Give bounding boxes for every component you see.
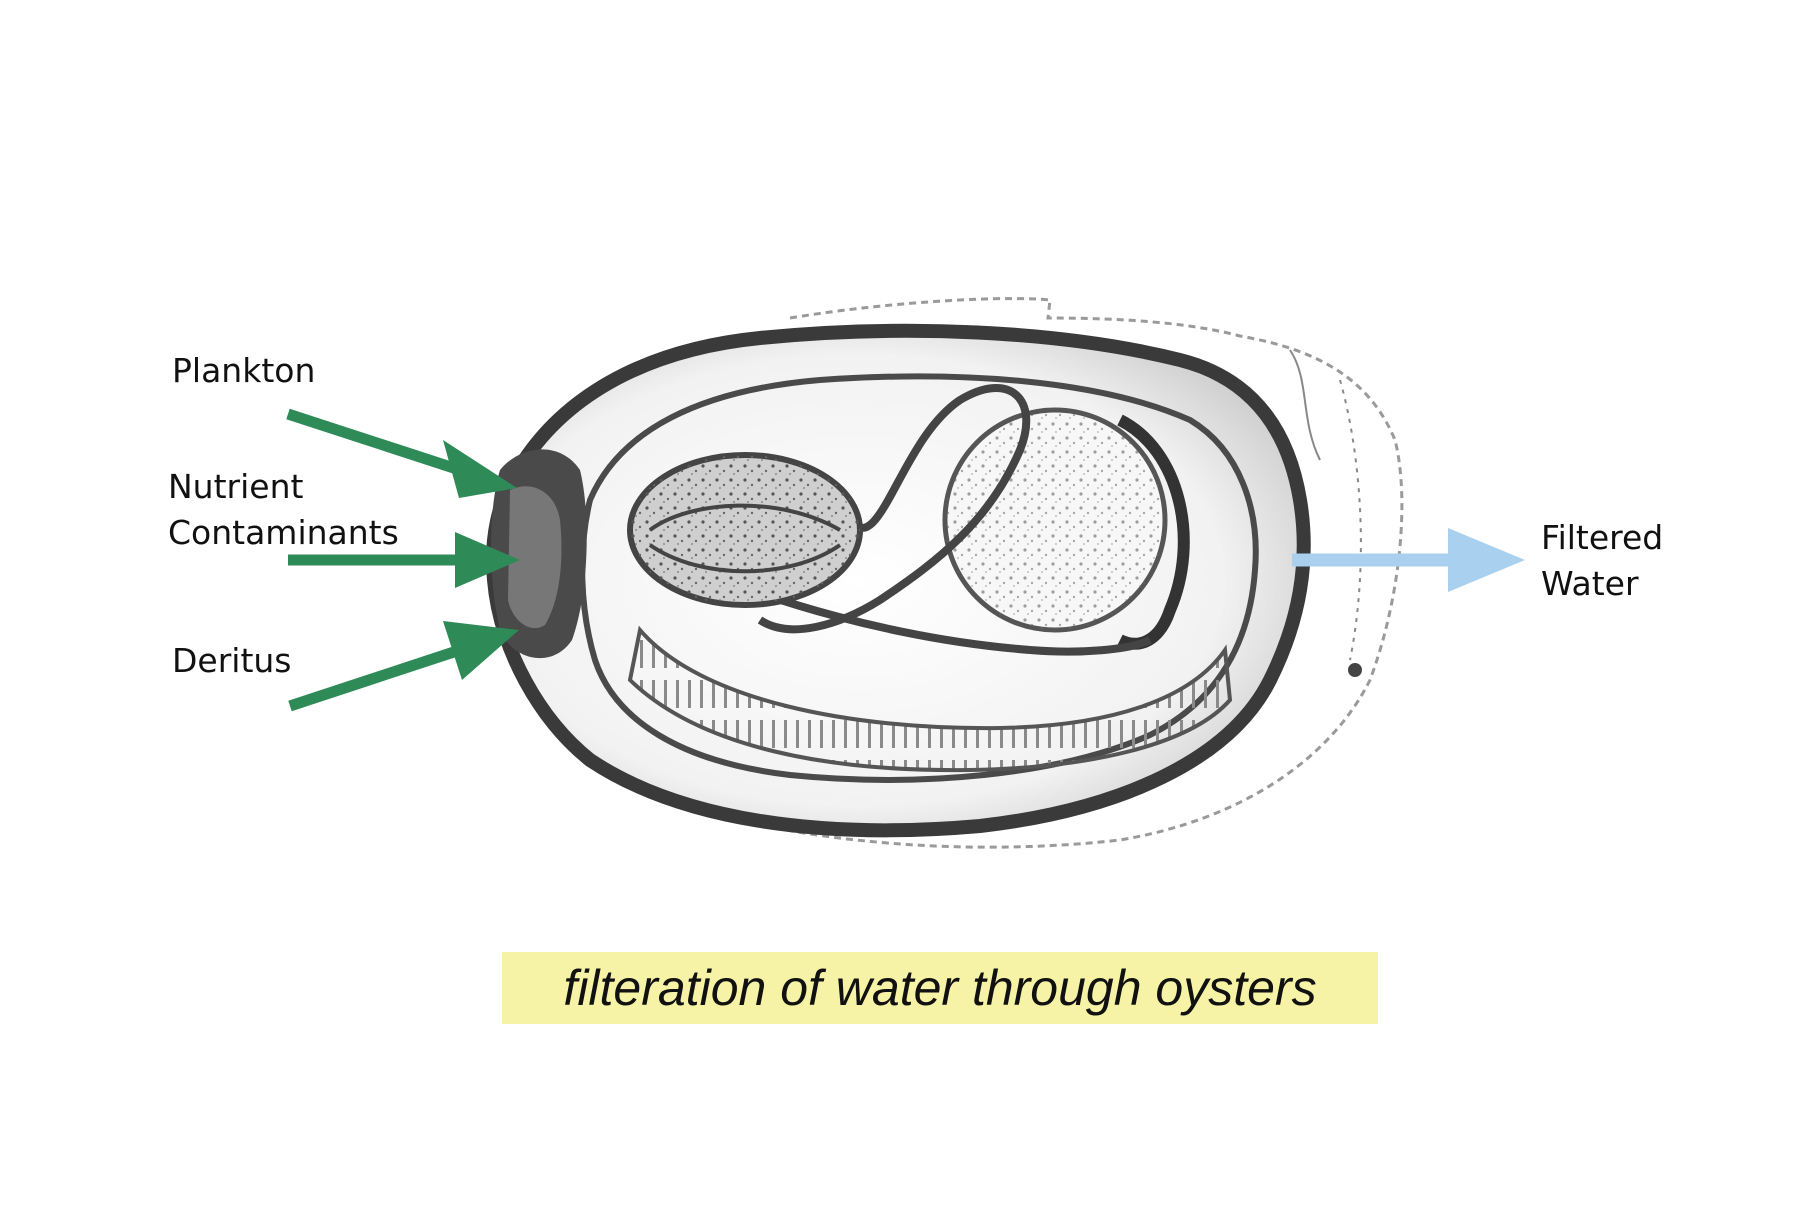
label-filtered-water: Filtered Water xyxy=(1541,518,1664,603)
inner-shell-contour xyxy=(579,373,1259,783)
deritus-arrow-shaft xyxy=(288,642,468,712)
filtered-water-arrow-head xyxy=(1448,528,1525,592)
diagram-caption: filteration of water through oysters xyxy=(502,952,1378,1024)
output-arrow xyxy=(1292,528,1525,592)
label-plankton: Plankton xyxy=(172,351,316,390)
nutrient-arrow-head xyxy=(455,532,520,588)
caption-text: filteration of water through oysters xyxy=(563,960,1317,1016)
deritus-arrow-head xyxy=(443,621,519,680)
plankton-arrow-shaft xyxy=(286,408,468,478)
plankton-arrow-head xyxy=(443,440,517,498)
oyster-illustration xyxy=(486,297,1404,849)
outer-shell-outline xyxy=(699,297,1404,849)
label-nutrient-contaminants: Nutrient Contaminants xyxy=(168,467,399,552)
label-deritus: Deritus xyxy=(172,641,292,680)
input-arrows xyxy=(286,408,520,712)
gill-band xyxy=(627,625,1233,773)
